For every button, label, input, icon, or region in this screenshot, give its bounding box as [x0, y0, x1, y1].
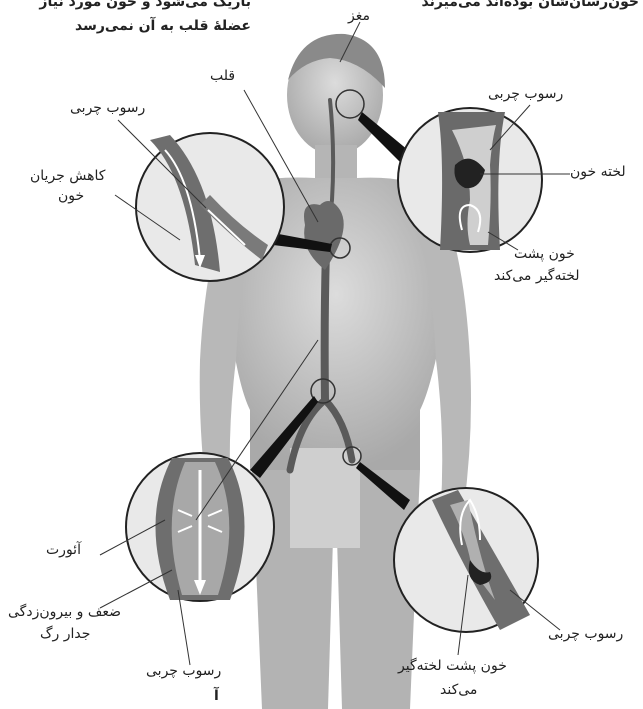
- label-plaque-top-left: رسوب چربی: [70, 100, 145, 117]
- censor-box: [290, 448, 360, 548]
- top-caption-left-line1: باریک می‌شود و خون مورد نیاز: [39, 0, 251, 11]
- label-reduced-flow-line2: خون: [58, 188, 84, 205]
- label-weak-wall-line2: جدار رگ: [40, 626, 90, 643]
- top-caption-right-line1: خون‌رسان‌شان بوده‌اند می‌میرند: [422, 0, 639, 11]
- leg-clot-zoom-circle: [394, 488, 538, 632]
- coronary-zoom-circle: [136, 133, 284, 281]
- aorta-zoom-circle: [126, 453, 274, 601]
- label-blood-behind-line1: خون پشت: [514, 246, 575, 263]
- label-aorta: آئورت: [46, 542, 81, 559]
- label-brain: مغز: [348, 8, 370, 25]
- label-clot: لخته خون: [570, 164, 626, 181]
- label-blood-behind-line2: لخته‌گیر می‌کند: [494, 268, 580, 285]
- label-plaque-top-right: رسوب چربی: [488, 86, 563, 103]
- label-heart: قلب: [210, 68, 235, 85]
- label-plaque-bottom-left: رسوب چربی: [146, 663, 221, 680]
- label-plaque-bottom-right: رسوب چربی: [548, 626, 623, 643]
- label-weak-wall-line1: ضعف و بیرون‌زدگی: [8, 604, 121, 621]
- label-blood-behind-bottom-line1: خون پشت لخته‌گیر: [398, 658, 507, 675]
- part-letter: آ: [214, 688, 219, 705]
- top-caption-left-line2: عضلهٔ قلب به آن نمی‌رسد: [75, 18, 251, 35]
- label-reduced-flow-line1: کاهش جریان: [30, 168, 105, 185]
- brain-clot-zoom-circle: [398, 108, 542, 252]
- label-blood-behind-bottom-line2: می‌کند: [440, 682, 477, 699]
